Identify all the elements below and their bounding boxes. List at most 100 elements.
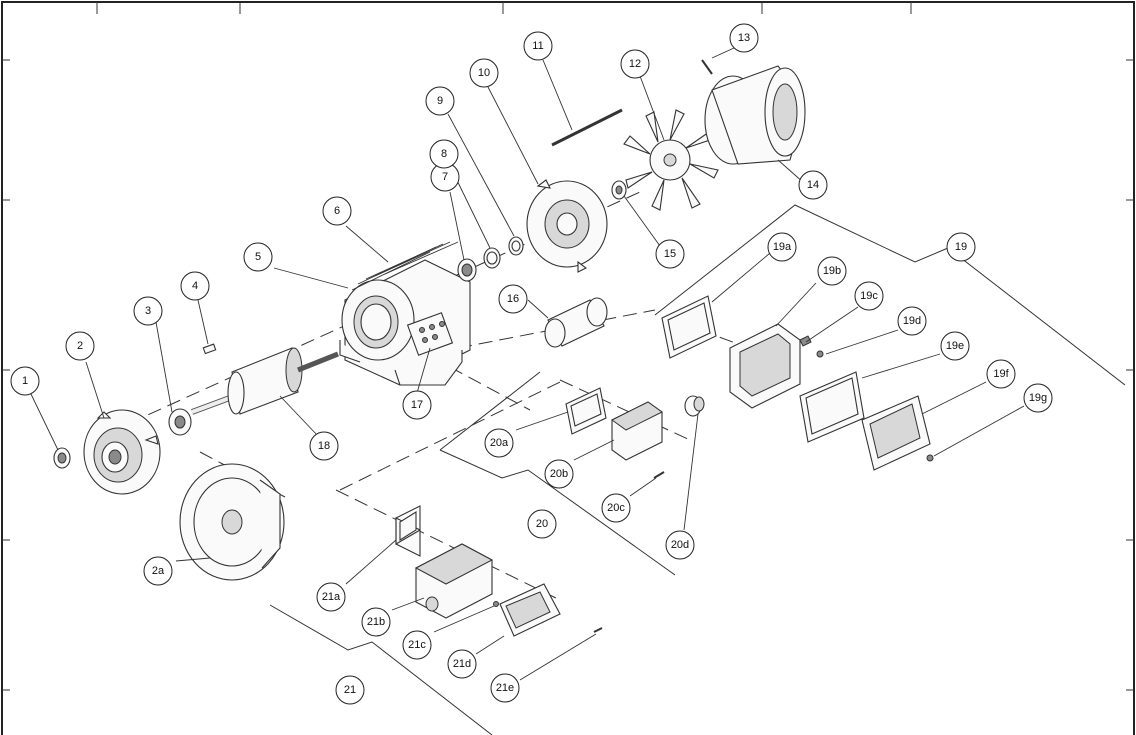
- part-gasket-20a[interactable]: [565, 387, 607, 435]
- part-terminal-box-21b[interactable]: [414, 543, 494, 619]
- part-gasket-19a[interactable]: [661, 295, 717, 359]
- callout-19g-label: 19g: [1029, 392, 1047, 404]
- callout-19f: 19f: [986, 359, 1016, 389]
- part-terminal-box-20b[interactable]: [611, 401, 663, 461]
- callout-19f-label: 19f: [993, 368, 1009, 380]
- callout-16-label: 16: [507, 293, 519, 305]
- callout-12-label: 12: [629, 58, 641, 70]
- callout-21b-label: 21b: [367, 616, 385, 628]
- callout-8-label: 8: [441, 148, 447, 160]
- callout-5-label: 5: [255, 251, 261, 263]
- part-front-endshield-2[interactable]: [83, 409, 161, 495]
- callout-14: 14: [798, 170, 828, 200]
- callout-2-label: 2: [77, 340, 83, 352]
- part-fan-12[interactable]: [623, 109, 719, 211]
- callout-1-label: 1: [22, 375, 28, 387]
- callout-2a: 2a: [143, 556, 173, 586]
- callout-14-label: 14: [807, 179, 819, 191]
- callout-2: 2: [65, 331, 95, 361]
- callout-19e-label: 19e: [946, 340, 964, 352]
- callout-13-label: 13: [738, 32, 750, 44]
- part-key-4[interactable]: [202, 343, 217, 355]
- part-washer-15[interactable]: [611, 180, 627, 200]
- bracket-21: [269, 604, 493, 735]
- leader-lines: [29, 47, 1025, 681]
- callout-9-label: 9: [437, 95, 443, 107]
- callout-17-label: 17: [411, 399, 423, 411]
- callout-4: 4: [180, 271, 210, 301]
- part-screw-20c[interactable]: [653, 471, 665, 479]
- callout-7-label: 7: [442, 171, 448, 183]
- callout-21: 21: [335, 675, 365, 705]
- callout-20a-label: 20a: [490, 437, 509, 449]
- part-fan-cover-14[interactable]: [704, 65, 806, 165]
- callout-20c: 20c: [601, 493, 631, 523]
- part-bearing-3[interactable]: [168, 408, 192, 436]
- callout-10-label: 10: [478, 67, 490, 79]
- callout-11: 11: [523, 31, 553, 61]
- part-stator-frame-5[interactable]: [339, 241, 471, 386]
- part-flange-endshield-2a[interactable]: [179, 463, 285, 581]
- part-gasket-19e[interactable]: [799, 371, 865, 443]
- part-cable-gland-20d[interactable]: [684, 395, 705, 417]
- callout-19b-label: 19b: [823, 265, 841, 277]
- callout-15: 15: [655, 239, 685, 269]
- part-terminal-box-19b[interactable]: [729, 323, 801, 409]
- callout-19a-label: 19a: [773, 241, 792, 253]
- part-terminal-lid-21d[interactable]: [499, 583, 561, 637]
- callout-1: 1: [10, 366, 40, 396]
- callout-19b: 19b: [817, 256, 847, 286]
- callout-3: 3: [133, 296, 163, 326]
- callout-21e-label: 21e: [496, 682, 514, 694]
- callout-21a: 21a: [316, 582, 346, 612]
- part-screw-19c[interactable]: [799, 335, 812, 347]
- part-screw-13[interactable]: [701, 59, 713, 75]
- callout-20d: 20d: [665, 530, 695, 560]
- callout-20b-label: 20b: [550, 468, 568, 480]
- part-gasket-21a[interactable]: [395, 505, 421, 557]
- group-brackets: [269, 204, 1126, 735]
- part-seal-1[interactable]: [53, 447, 71, 469]
- callout-3-label: 3: [145, 305, 151, 317]
- callout-19e: 19e: [940, 331, 970, 361]
- callout-20-label: 20: [536, 518, 548, 530]
- part-screw-21c[interactable]: [493, 601, 499, 607]
- callout-19d: 19d: [897, 306, 927, 336]
- callout-19-label: 19: [955, 241, 967, 253]
- callout-8: 8: [429, 139, 459, 169]
- part-bearing-7[interactable]: [457, 258, 477, 282]
- callout-13: 13: [729, 23, 759, 53]
- callout-19: 19: [946, 232, 976, 262]
- callout-15-label: 15: [664, 248, 676, 260]
- part-rotor-18[interactable]: [190, 347, 339, 415]
- callout-11-label: 11: [532, 40, 543, 52]
- part-terminal-block-17[interactable]: [406, 312, 454, 356]
- part-screw-21e[interactable]: [593, 627, 603, 633]
- callout-20b: 20b: [544, 459, 574, 489]
- part-washer-8[interactable]: [483, 247, 501, 269]
- callout-21e: 21e: [490, 673, 520, 703]
- callout-19c-label: 19c: [860, 290, 878, 302]
- part-rear-endshield-10[interactable]: [526, 179, 608, 273]
- callout-18: 18: [309, 431, 339, 461]
- callout-4-label: 4: [192, 280, 198, 292]
- part-terminal-lid-19f[interactable]: [861, 395, 931, 471]
- callout-9: 9: [425, 86, 455, 116]
- callout-6-label: 6: [334, 205, 340, 217]
- part-screw-19d[interactable]: [816, 350, 824, 358]
- part-circlip-9[interactable]: [508, 236, 524, 256]
- part-screw-19g[interactable]: [926, 454, 934, 462]
- callout-16: 16: [498, 284, 528, 314]
- callout-20: 20: [527, 509, 557, 539]
- part-capacitor-16[interactable]: [544, 297, 608, 348]
- callout-21b: 21b: [361, 607, 391, 637]
- part-tie-rod-11[interactable]: [551, 108, 623, 147]
- callout-19a: 19a: [767, 232, 797, 262]
- callout-18-label: 18: [318, 440, 330, 452]
- callout-2a-label: 2a: [152, 565, 165, 577]
- callout-21a-label: 21a: [322, 591, 341, 603]
- callout-20d-label: 20d: [671, 539, 689, 551]
- callout-12: 12: [620, 49, 650, 79]
